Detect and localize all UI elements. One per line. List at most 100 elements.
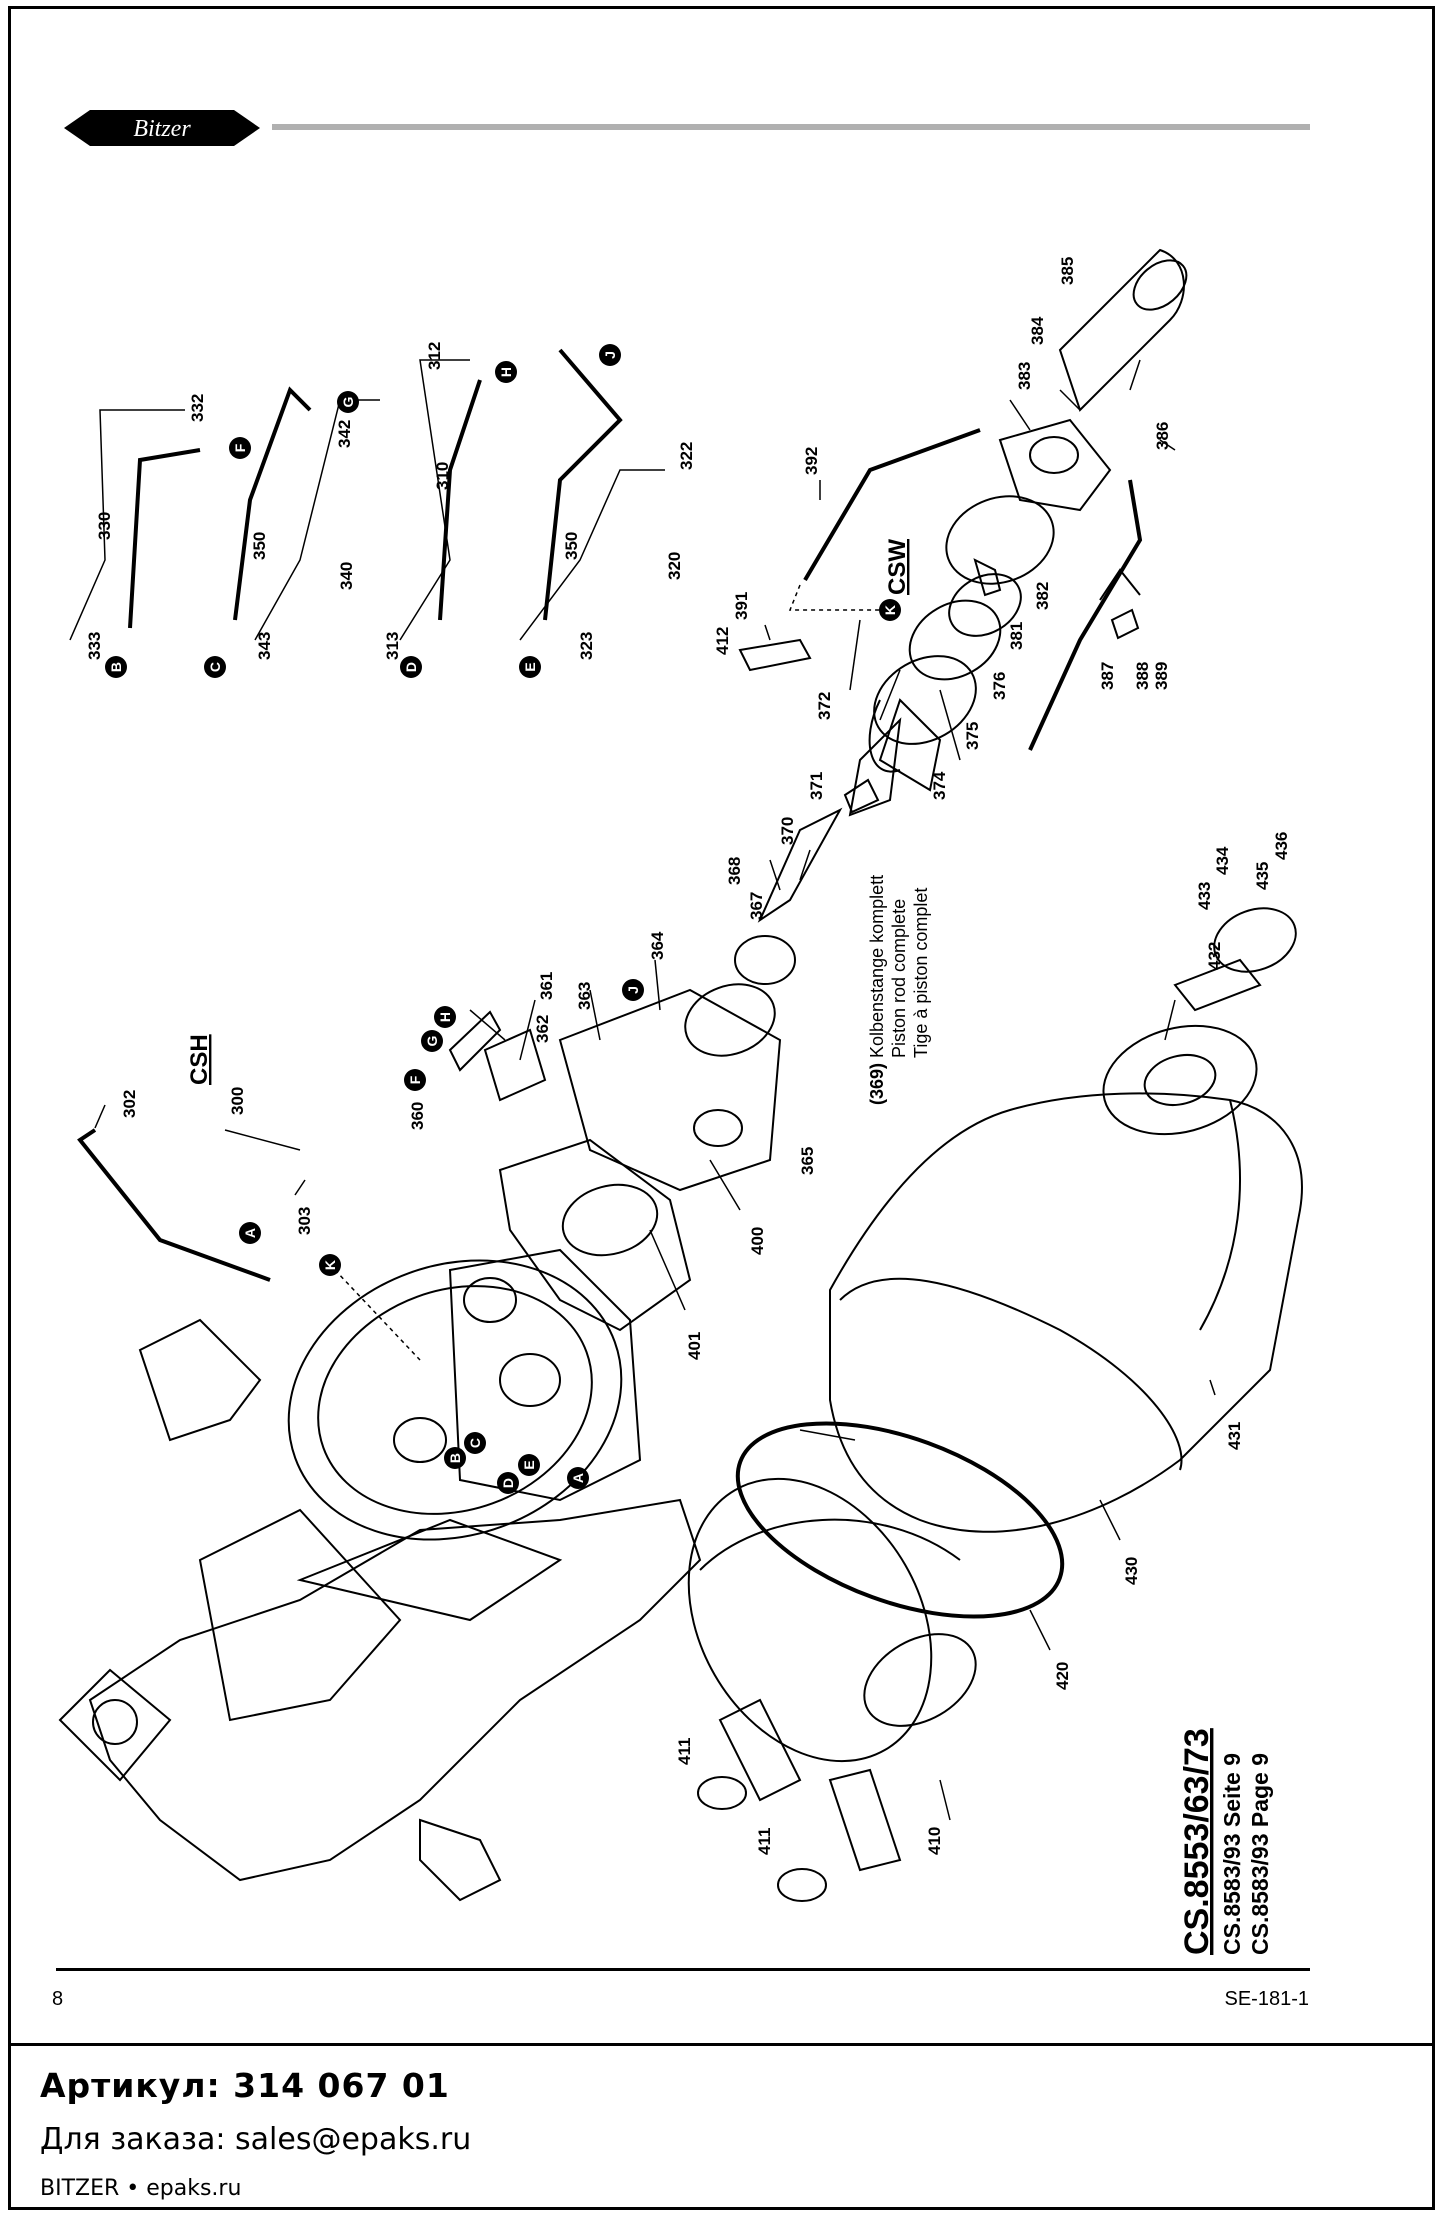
part-label-332: 332 — [188, 394, 207, 422]
marker-k: K — [879, 599, 901, 621]
header-rule — [272, 124, 1310, 130]
marker-d: D — [400, 656, 422, 678]
part-label-330: 330 — [95, 512, 114, 540]
marker-j: J — [622, 979, 644, 1001]
compressor-body — [58, 1318, 702, 1902]
marker-a: A — [567, 1467, 589, 1489]
part-label-364: 364 — [648, 931, 667, 960]
bitzer-logo: Bitzer — [64, 110, 260, 146]
part-label-312: 312 — [425, 342, 444, 370]
part-label-376: 376 — [990, 672, 1009, 700]
order-email[interactable]: Для заказа: sales@epaks.ru — [40, 2122, 472, 2157]
part-label-410: 410 — [925, 1827, 944, 1855]
model-subtitle-2: CS.8583/93 Page 9 — [1247, 1753, 1273, 1955]
flange-crankcase — [287, 1248, 642, 1541]
part-label-370: 370 — [778, 817, 797, 845]
marker-letter: E — [522, 662, 538, 671]
marker-f: F — [229, 437, 251, 459]
part-label-375: 375 — [963, 722, 982, 750]
marker-letter: J — [602, 351, 618, 359]
part-label-372: 372 — [815, 692, 834, 720]
part-label-363: 363 — [575, 982, 594, 1010]
part-label-401: 401 — [685, 1332, 704, 1360]
part-label-322: 322 — [677, 442, 696, 470]
marker-e: E — [519, 656, 541, 678]
note-de: Kolbenstange komplett — [867, 875, 887, 1058]
marker-d: D — [497, 1472, 519, 1494]
line-320 — [543, 348, 623, 621]
cap-411a — [697, 1776, 747, 1810]
line-300 — [77, 1128, 271, 1282]
note-en: Piston rod complete — [889, 899, 909, 1058]
marker-a: A — [239, 1222, 261, 1244]
cap-411b — [777, 1868, 827, 1902]
part-label-313: 313 — [383, 632, 402, 660]
gasket-401-bore — [561, 1183, 659, 1257]
cover-361 — [448, 1010, 502, 1072]
part-label-434: 434 — [1213, 846, 1232, 875]
page-frame — [8, 6, 1435, 2210]
line-387 — [1028, 479, 1143, 751]
marker-letter: H — [498, 367, 514, 377]
marker-letter: D — [403, 662, 419, 672]
footer-rule — [56, 1968, 1310, 1971]
block-400 — [558, 983, 782, 1192]
part-label-300: 300 — [228, 1087, 247, 1115]
part-label-386: 386 — [1153, 422, 1172, 450]
part-label-350: 350 — [250, 532, 269, 560]
part-label-381: 381 — [1007, 622, 1026, 650]
part-label-333: 333 — [85, 632, 104, 660]
part-label-385: 385 — [1058, 257, 1077, 285]
part-label-436: 436 — [1272, 832, 1291, 860]
marker-k: K — [319, 1254, 341, 1276]
logo-text: Bitzer — [133, 116, 191, 142]
page-number: 8 — [52, 1988, 64, 2010]
part-label-411: 411 — [755, 1828, 774, 1855]
part-label-387: 387 — [1098, 662, 1117, 690]
note-fr: Tige à piston complet — [911, 888, 931, 1058]
marker-letter: A — [242, 1228, 258, 1238]
marker-letter: C — [207, 662, 223, 672]
part-label-392: 392 — [802, 447, 821, 475]
marker-e: E — [518, 1454, 540, 1476]
bracket-388 — [1110, 608, 1140, 640]
csw-label: CSW — [884, 539, 911, 595]
marker-letter: C — [467, 1438, 483, 1448]
part-label-343: 343 — [255, 632, 274, 660]
cover-432 — [1173, 958, 1262, 1012]
marker-h: H — [434, 1006, 456, 1028]
part-label-433: 433 — [1195, 882, 1214, 910]
marker-letter: G — [424, 1035, 440, 1046]
dashed-leaders — [334, 584, 880, 1361]
part-label-342: 342 — [335, 420, 354, 448]
article-number: Артикул: 314 067 01 — [40, 2066, 450, 2105]
part-label-323: 323 — [577, 632, 596, 660]
document-id: SE-181-1 — [1224, 1988, 1310, 2010]
part-label-420: 420 — [1053, 1662, 1072, 1690]
part-label-384: 384 — [1028, 316, 1047, 345]
line-310 — [438, 379, 482, 621]
marker-h: H — [495, 361, 517, 383]
brand-line: BITZER • epaks.ru — [40, 2176, 242, 2201]
marker-f: F — [404, 1069, 426, 1091]
csh-label: CSH — [186, 1034, 213, 1085]
marker-letter: B — [447, 1453, 463, 1463]
part-labels: 3003023033103123133203223233303323333403… — [85, 257, 1291, 1855]
part-label-360: 360 — [408, 1102, 427, 1130]
part-label-367: 367 — [747, 892, 766, 920]
marker-b: B — [105, 656, 127, 678]
part-label-374: 374 — [930, 771, 949, 800]
model-subtitle-1: CS.8583/93 Seite 9 — [1219, 1753, 1245, 1955]
part-label-430: 430 — [1122, 1557, 1141, 1585]
part-label-368: 368 — [725, 857, 744, 885]
part-label-340: 340 — [337, 562, 356, 590]
o-ring-420 — [735, 1421, 1065, 1619]
part-label-388: 388 — [1133, 662, 1152, 690]
model-title: CS.8553/63/73 — [1178, 1728, 1216, 1955]
part-label-365: 365 — [798, 1147, 817, 1175]
marker-letter: K — [322, 1260, 338, 1270]
marker-g: G — [421, 1030, 443, 1052]
part-label-302: 302 — [120, 1090, 139, 1118]
part-label-435: 435 — [1253, 862, 1272, 890]
